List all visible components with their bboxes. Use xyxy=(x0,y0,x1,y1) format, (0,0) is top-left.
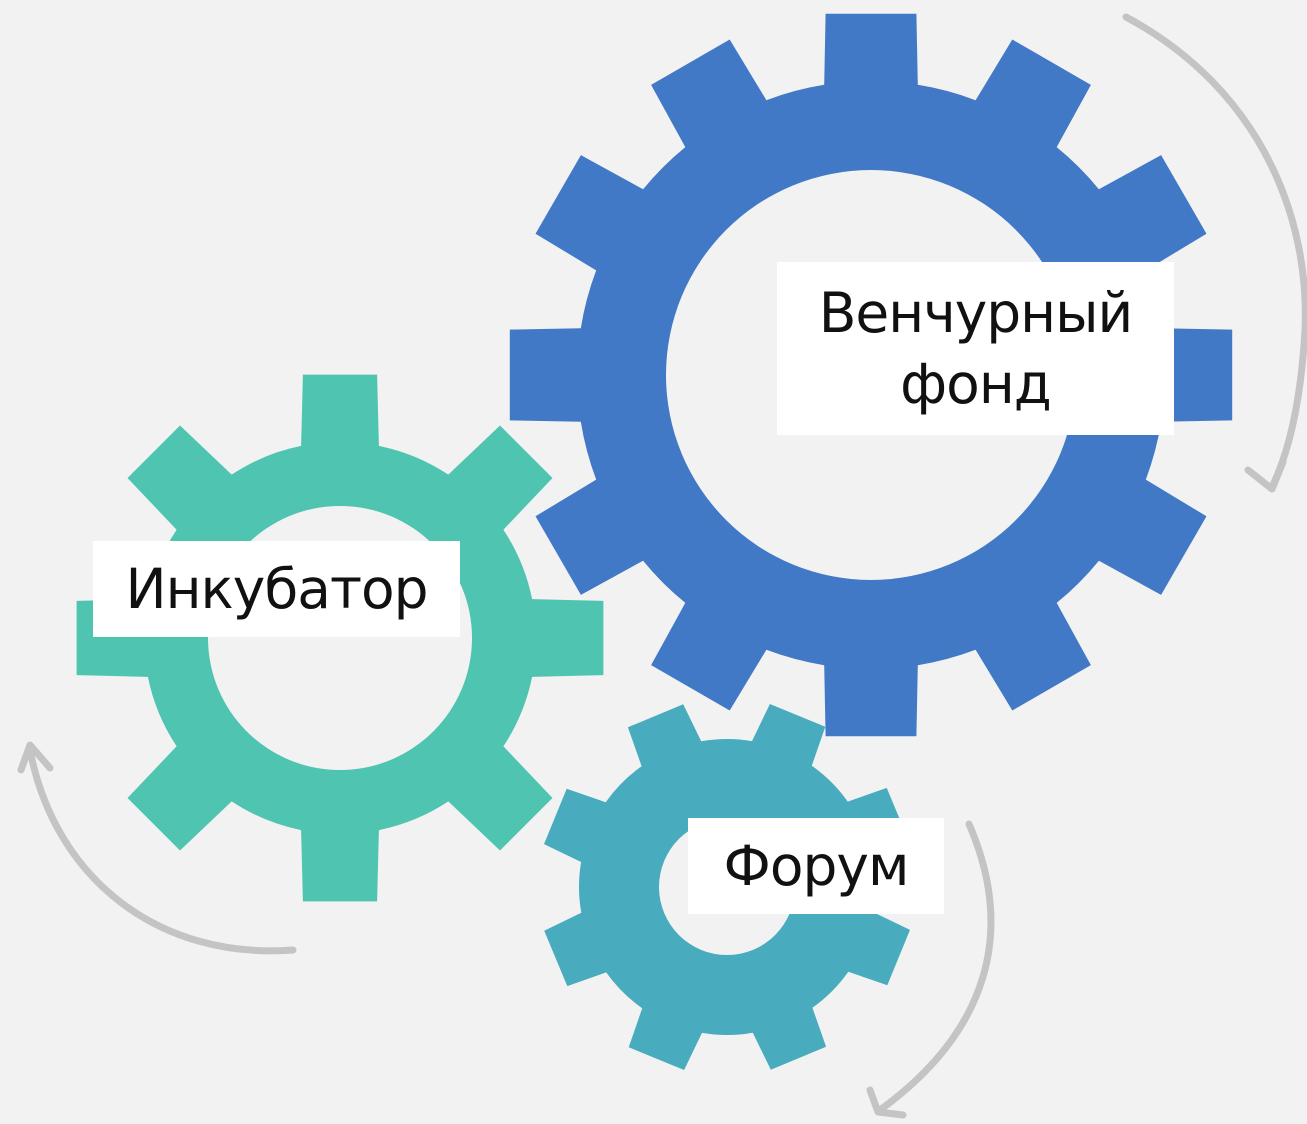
venture-fund-gear xyxy=(509,13,1233,737)
venture-fund-label-line1: Венчурный xyxy=(818,281,1134,346)
venture-rotation-arrowhead xyxy=(1244,458,1287,493)
forum-rotation-arrow xyxy=(876,820,995,1114)
forum-rotation-arrowhead xyxy=(866,1086,907,1119)
forum-label: Форум xyxy=(688,818,944,914)
incubator-rotation-arrowhead xyxy=(17,741,54,774)
incubator-label-text: Инкубатор xyxy=(125,556,428,621)
venture-fund-label-line2: фонд xyxy=(900,351,1052,416)
forum-gear xyxy=(544,704,910,1070)
incubator-gear xyxy=(76,374,604,902)
incubator-label: Инкубатор xyxy=(93,541,460,637)
venture-rotation-arrow xyxy=(1122,13,1307,491)
forum-label-text: Форум xyxy=(723,833,910,898)
incubator-rotation-arrow xyxy=(26,746,297,955)
venture-fund-label: Венчурный фонд xyxy=(777,262,1174,435)
